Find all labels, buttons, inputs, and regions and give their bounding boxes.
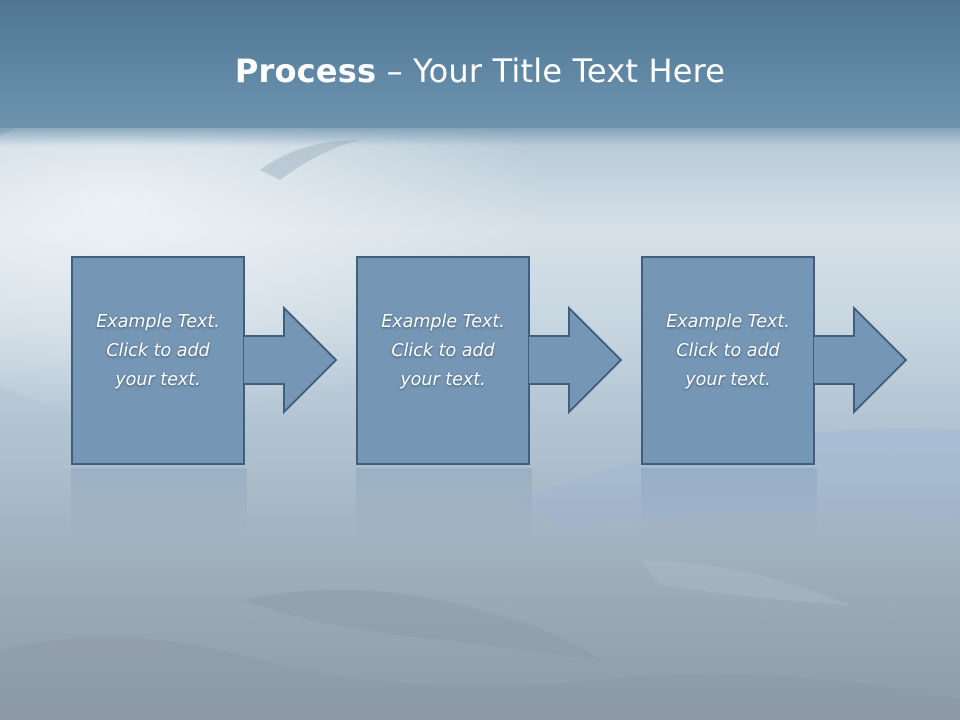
- step-text[interactable]: Example Text. Click to add your text.: [96, 312, 220, 390]
- arrow-right-icon: [244, 306, 338, 415]
- step-box: [356, 256, 530, 465]
- step-text[interactable]: Example Text. Click to add your text.: [666, 312, 790, 390]
- step-box: [71, 256, 245, 465]
- step-box: [641, 256, 815, 465]
- arrow-right-icon: [814, 306, 908, 415]
- slide-title[interactable]: Process – Your Title Text Here: [0, 52, 960, 90]
- process-step-3[interactable]: Example Text. Click to add your text.: [641, 256, 817, 466]
- arrow-right-icon: [529, 306, 623, 415]
- process-step-1[interactable]: Example Text. Click to add your text.: [71, 256, 247, 466]
- title-bar: [0, 0, 960, 146]
- step-text[interactable]: Example Text. Click to add your text.: [381, 312, 505, 390]
- step-reflection: [641, 468, 817, 538]
- slide-title-rest: – Your Title Text Here: [376, 52, 726, 90]
- process-step-2[interactable]: Example Text. Click to add your text.: [356, 256, 532, 466]
- step-reflection: [356, 468, 532, 538]
- step-reflection: [71, 468, 247, 538]
- slide-title-bold: Process: [234, 52, 377, 90]
